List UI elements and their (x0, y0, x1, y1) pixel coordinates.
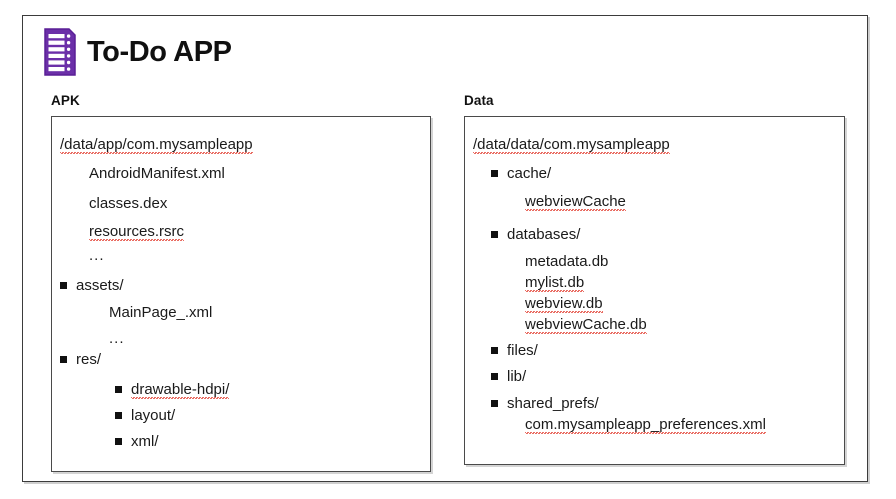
tree-item-label: AndroidManifest.xml (89, 165, 225, 182)
tree-item-label: files/ (507, 342, 538, 359)
tree-item-label: com.mysampleapp_preferences.xml (525, 416, 766, 434)
tree-item-label: lib/ (507, 368, 527, 385)
tree-item-label: classes.dex (89, 195, 168, 212)
tree-file-row: resources.rsrc (89, 223, 185, 241)
tree-file-row: com.mysampleapp_preferences.xml (525, 417, 766, 434)
tree-folder-row: databases/ (491, 227, 580, 242)
tree-file-row: webviewCache (525, 194, 626, 211)
tree-item-label: drawable-hdpi/ (131, 381, 230, 399)
tree-folder-row: xml/ (115, 434, 159, 449)
tree-file-row: ... (89, 248, 105, 263)
tree-item-label: /data/app/com.mysampleapp (60, 136, 253, 154)
tree-item-label: ... (109, 330, 125, 347)
todo-list-icon (44, 28, 76, 76)
tree-bullet-icon (491, 231, 498, 238)
tree-file-row: /data/app/com.mysampleapp (60, 137, 253, 154)
tree-item-label: shared_prefs/ (507, 395, 599, 412)
tree-item-label: webviewCache.db (525, 316, 647, 334)
tree-file-row: AndroidManifest.xml (89, 166, 225, 181)
tree-item-label: resources.rsrc (89, 223, 185, 241)
tree-file-row: mylist.db (525, 274, 585, 292)
tree-item-label: webviewCache (525, 193, 626, 211)
app-header: To-Do APP (44, 28, 232, 76)
tree-folder-row: shared_prefs/ (491, 396, 599, 411)
tree-file-row: webview.db (525, 296, 603, 313)
panel-data: /data/data/com.mysampleapp cache/webviewC… (464, 116, 845, 465)
tree-item-label: MainPage_.xml (109, 304, 213, 321)
panel-label-data: Data (464, 93, 494, 108)
tree-bullet-icon (491, 347, 498, 354)
tree-item-label: databases/ (507, 226, 581, 243)
tree-bullet-icon (491, 400, 498, 407)
tree-folder-row: layout/ (115, 408, 175, 423)
tree-folder-row: res/ (60, 352, 101, 367)
tree-folder-row: files/ (491, 343, 538, 358)
tree-bullet-icon (60, 282, 67, 289)
tree-item-label: webview.db (525, 295, 603, 313)
tree-bullet-icon (115, 438, 122, 445)
tree-file-row: /data/data/com.mysampleapp (473, 137, 670, 154)
tree-folder-row: cache/ (491, 166, 551, 181)
tree-item-label: assets/ (76, 277, 124, 294)
tree-file-row: MainPage_.xml (109, 305, 212, 320)
tree-folder-row: assets/ (60, 278, 124, 293)
tree-folder-row: lib/ (491, 369, 526, 384)
tree-item-label: cache/ (507, 165, 552, 182)
tree-bullet-icon (115, 386, 122, 393)
page-title: To-Do APP (87, 35, 232, 68)
tree-bullet-icon (115, 412, 122, 419)
tree-file-row: webviewCache.db (525, 317, 647, 334)
tree-file-row: ... (109, 331, 125, 346)
panel-label-apk: APK (51, 93, 80, 108)
tree-item-label: /data/data/com.mysampleapp (473, 136, 670, 154)
tree-item-label: res/ (76, 351, 102, 368)
tree-file-row: classes.dex (89, 196, 167, 211)
tree-bullet-icon (491, 373, 498, 380)
tree-item-label: layout/ (131, 407, 176, 424)
tree-bullet-icon (491, 170, 498, 177)
tree-item-label: ... (89, 247, 105, 264)
todo-list-icon-svg (44, 28, 76, 76)
tree-folder-row: drawable-hdpi/ (115, 381, 230, 399)
tree-file-row: metadata.db (525, 254, 608, 269)
tree-item-label: mylist.db (525, 274, 585, 292)
tree-item-label: xml/ (131, 433, 159, 450)
tree-bullet-icon (60, 356, 67, 363)
tree-item-label: metadata.db (525, 253, 609, 270)
